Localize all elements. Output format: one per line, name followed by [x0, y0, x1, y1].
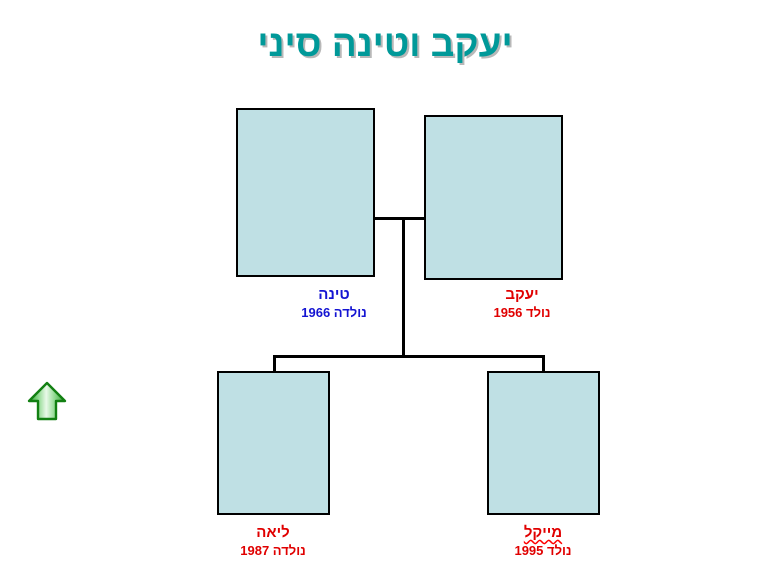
person-name-child-left: ליאה: [256, 524, 290, 541]
photo-box-child-right[interactable]: [487, 371, 600, 515]
caption-child-right: מייקל נולד 1995: [489, 524, 597, 560]
connector-sibling-horizontal: [273, 355, 545, 358]
connector-descent-vertical: [402, 217, 405, 358]
photo-box-parent-right[interactable]: [424, 115, 563, 280]
caption-parent-right: יעקב נולד 1956: [468, 286, 576, 322]
person-name-child-right: מייקל: [523, 524, 563, 541]
photo-box-child-left[interactable]: [217, 371, 330, 515]
person-born-parent-left: נולדה 1966: [301, 305, 367, 320]
person-born-child-right: נולד 1995: [514, 543, 572, 558]
up-arrow-button[interactable]: [27, 381, 67, 422]
photo-box-parent-left[interactable]: [236, 108, 375, 277]
caption-parent-left: טינה נולדה 1966: [280, 286, 388, 322]
person-name-parent-left: טינה: [318, 286, 350, 303]
arrow-up-icon: [27, 381, 67, 421]
caption-child-left: ליאה נולדה 1987: [219, 524, 327, 560]
page-title: יעקב וטינה סיני: [257, 23, 513, 64]
person-born-child-left: נולדה 1987: [240, 543, 306, 558]
connector-child-left-vertical: [273, 355, 276, 373]
connector-child-right-vertical: [542, 355, 545, 373]
connector-marriage-horizontal: [375, 217, 425, 220]
person-name-parent-right: יעקב: [505, 286, 539, 303]
person-born-parent-right: נולד 1956: [493, 305, 551, 320]
